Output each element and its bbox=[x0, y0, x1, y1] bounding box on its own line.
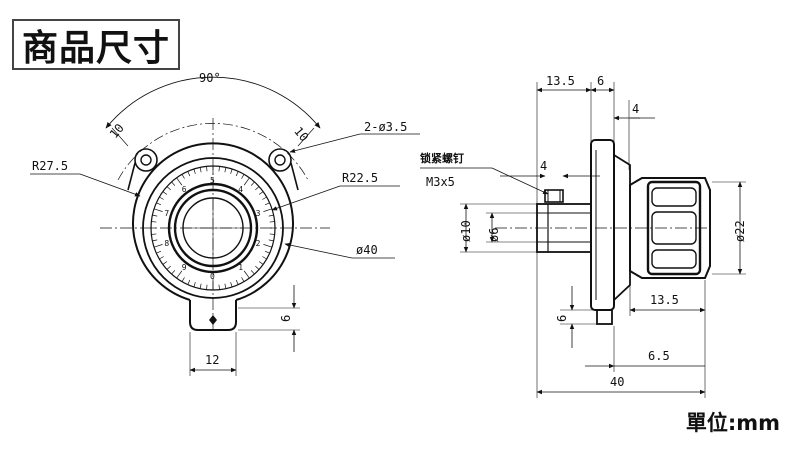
dial-tick bbox=[250, 270, 255, 275]
dim-13-5-knob: 13.5 bbox=[650, 293, 679, 307]
dim-6-top: 6 bbox=[597, 74, 604, 88]
dial-tick bbox=[258, 191, 264, 195]
dial-tick bbox=[255, 186, 260, 191]
dial-tick bbox=[153, 208, 163, 212]
dial-tick bbox=[235, 279, 239, 285]
side-view: 13.5 6 4 ø22 锁紧螺钉 bbox=[420, 74, 747, 398]
dial-tick bbox=[171, 181, 176, 186]
dial-tick bbox=[193, 168, 196, 174]
dial-number: 3 bbox=[256, 209, 261, 218]
dial-tick bbox=[151, 233, 157, 235]
dial-tick bbox=[250, 181, 255, 186]
dial-tick bbox=[206, 284, 208, 290]
dim-6-5: 6.5 bbox=[648, 349, 670, 363]
dial-tick bbox=[230, 282, 233, 288]
dial-tick bbox=[199, 283, 202, 289]
dial-tick bbox=[156, 202, 162, 206]
dial-tick bbox=[193, 282, 196, 288]
dial-number: 8 bbox=[164, 239, 169, 248]
dial-tick bbox=[269, 233, 275, 235]
dial-tick bbox=[162, 261, 168, 265]
dial-tick bbox=[206, 166, 208, 172]
holes-label: 2-ø3.5 bbox=[364, 120, 407, 134]
dial-tick bbox=[156, 250, 162, 254]
dial-tick bbox=[263, 208, 273, 212]
dial-number: 0 bbox=[210, 272, 215, 281]
dial-tick bbox=[262, 196, 267, 200]
dial-tick bbox=[268, 239, 274, 242]
dial-tick bbox=[199, 167, 202, 173]
dim-d6: ø6 bbox=[487, 228, 501, 242]
dial-tick bbox=[171, 270, 176, 275]
dial-tick bbox=[235, 171, 239, 177]
dial-tick bbox=[159, 256, 164, 260]
dial-tick bbox=[268, 214, 274, 217]
dial-tick bbox=[224, 283, 227, 289]
page-title: 商品尺寸 bbox=[21, 27, 170, 69]
dim-d10: ø10 bbox=[459, 220, 473, 242]
dial-tick bbox=[152, 214, 158, 217]
dial-tick bbox=[166, 186, 171, 191]
tab-width-label: 12 bbox=[205, 353, 219, 367]
dial-tick bbox=[181, 174, 185, 179]
dial-tick bbox=[176, 177, 183, 186]
angle-label: 90° bbox=[199, 71, 221, 85]
dial-tick bbox=[241, 174, 245, 179]
dial-tick bbox=[187, 279, 191, 285]
dial-tick bbox=[243, 177, 250, 186]
screw-label: 锁紧螺钉 bbox=[420, 151, 464, 165]
dial-numbers: 0 1 2 3 4 5 6 7 8 9 bbox=[164, 176, 260, 281]
dial-tick bbox=[255, 265, 260, 270]
dial-tick bbox=[218, 284, 220, 290]
dial-tick bbox=[187, 171, 191, 177]
dial-number: 4 bbox=[238, 185, 243, 194]
dial-tick bbox=[269, 221, 275, 223]
dial-tick bbox=[159, 196, 164, 200]
dim-4-top: 4 bbox=[632, 102, 639, 116]
dial-number: 6 bbox=[182, 185, 187, 194]
dial-number: 5 bbox=[210, 176, 215, 185]
diameter-label: ø40 bbox=[356, 243, 378, 257]
dial-number: 7 bbox=[164, 209, 169, 218]
dim-4-screw: 4 bbox=[540, 159, 547, 173]
dial-tick bbox=[151, 221, 157, 223]
dial-tick bbox=[263, 244, 273, 248]
dial-tick bbox=[241, 277, 245, 282]
left-ear bbox=[127, 148, 158, 191]
unit-label: 單位:mm bbox=[685, 411, 780, 435]
dial-tick bbox=[152, 239, 158, 242]
radius-outer-label: R27.5 bbox=[32, 159, 68, 173]
screw-size-label: M3x5 bbox=[426, 175, 455, 189]
dial-tick bbox=[224, 167, 227, 173]
right-hole-dim: 10 bbox=[291, 124, 311, 144]
dial-ticks bbox=[151, 166, 275, 290]
right-ear bbox=[268, 148, 299, 191]
dim-d22: ø22 bbox=[733, 220, 747, 242]
dial-tick bbox=[230, 168, 233, 174]
title-box: 商品尺寸 bbox=[12, 19, 180, 70]
radius-inner-label: R22.5 bbox=[342, 171, 378, 185]
dial-tick bbox=[153, 244, 163, 248]
dial-tick bbox=[162, 191, 168, 195]
dial-tick bbox=[264, 250, 270, 254]
dim-40-total: 40 bbox=[610, 375, 624, 389]
dim-13-5-top: 13.5 bbox=[546, 74, 575, 88]
dial-tick bbox=[181, 277, 185, 282]
dial-tick bbox=[243, 270, 250, 279]
dial-tick bbox=[166, 265, 171, 270]
dim-6-tab: 6 bbox=[555, 315, 569, 322]
dial-tick bbox=[218, 166, 220, 172]
dial-number: 1 bbox=[238, 263, 243, 272]
dial-tick bbox=[264, 202, 270, 206]
dial-number: 9 bbox=[182, 263, 187, 272]
tab-height-label: 6 bbox=[279, 315, 293, 322]
dial-tick bbox=[262, 256, 267, 260]
dial-tick bbox=[258, 261, 264, 265]
dial-tick bbox=[176, 270, 183, 279]
dial-number: 2 bbox=[256, 239, 261, 248]
